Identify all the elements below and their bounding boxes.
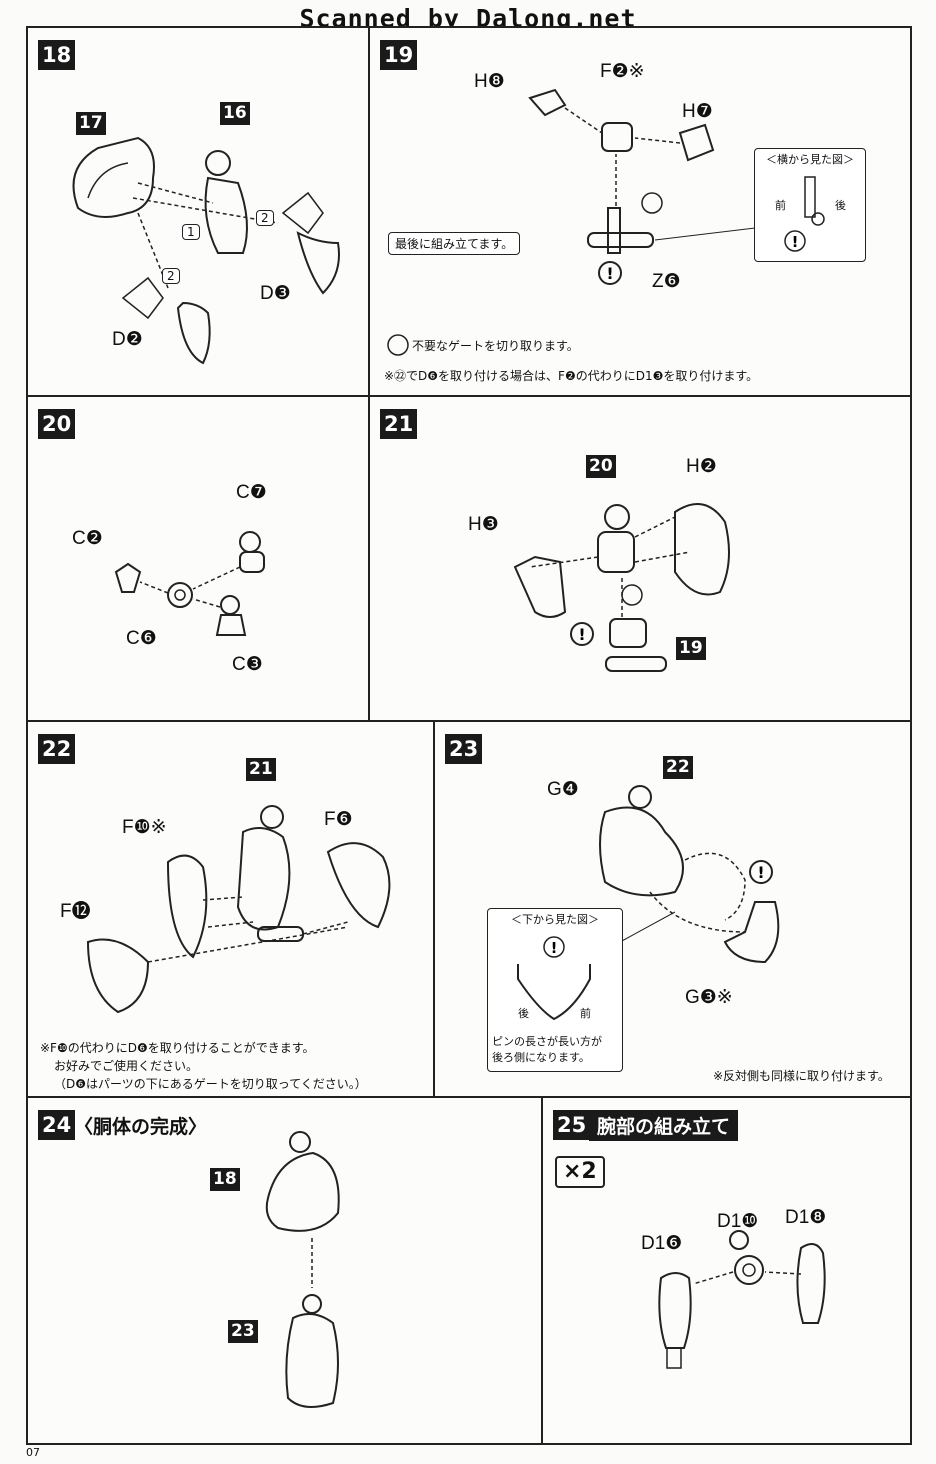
step-number: 22 bbox=[38, 734, 76, 764]
part-ref-22: 22 bbox=[663, 756, 693, 779]
step-number: 25 bbox=[553, 1110, 591, 1140]
part-label-h3: H❸ bbox=[468, 514, 499, 535]
step-21-illustration: ! bbox=[513, 503, 730, 672]
step-25-title: 腕部の組み立て bbox=[589, 1110, 739, 1141]
part-label-g3: G❸※ bbox=[685, 987, 733, 1008]
part-label-g4: G❹ bbox=[547, 779, 579, 800]
part-label-h7: H❼ bbox=[682, 101, 713, 122]
part-label-d16: D1❻ bbox=[641, 1233, 683, 1254]
step-24-illustration bbox=[265, 1131, 340, 1408]
part-label-f2: F❷※ bbox=[600, 61, 645, 82]
step-number: 20 bbox=[38, 409, 76, 439]
part-ref-23: 23 bbox=[228, 1320, 258, 1343]
bottom-view-front-label: 前 bbox=[580, 1007, 591, 1020]
step-20-illustration bbox=[114, 531, 265, 636]
part-label-f12: F⓬ bbox=[60, 901, 91, 922]
step-23-panel: 23 ! 22 G❹ G❸※ ＜下から見た図＞ ! 後 前 ピンの長さが長い方が… bbox=[433, 720, 912, 1098]
step-24-panel: 24 〈胴体の完成〉 18 23 bbox=[26, 1096, 543, 1445]
part-ref-21: 21 bbox=[246, 758, 276, 781]
part-ref-19: 19 bbox=[676, 637, 706, 660]
part-label-c7: C❼ bbox=[236, 482, 267, 503]
step-number: 19 bbox=[380, 40, 418, 70]
part-ref-17: 17 bbox=[76, 112, 106, 135]
step-19-note: ※㉒でD❻を取り付ける場合は、F❷の代わりにD1❸を取り付けます。 bbox=[384, 369, 759, 383]
step-number: 18 bbox=[38, 40, 76, 70]
step-22-note-2: お好みでご使用ください。 bbox=[54, 1059, 199, 1073]
step-22-note-1: ※F❿の代わりにD❻を取り付けることができます。 bbox=[40, 1041, 315, 1055]
repeat-count-badge: ×2 bbox=[555, 1156, 605, 1188]
bottom-view-box: ＜下から見た図＞ ! 後 前 ピンの長さが長い方が 後ろ側になります。 bbox=[487, 908, 623, 1072]
svg-text:!: ! bbox=[792, 233, 799, 251]
step-18-panel: 18 17 16 D❸ D❷ 1 2 2 bbox=[26, 26, 370, 397]
bottom-view-back-label: 後 bbox=[518, 1007, 529, 1020]
step-number: 24 bbox=[38, 1110, 76, 1140]
svg-text:!: ! bbox=[606, 264, 613, 283]
part-label-h8: H❽ bbox=[474, 71, 505, 92]
bottom-view-diagram: ! bbox=[517, 936, 591, 1021]
part-label-c2: C❷ bbox=[72, 528, 103, 549]
step-20-panel: 20 C❼ C❷ C❻ C❸ bbox=[26, 395, 370, 722]
step-25-panel: 25 腕部の組み立て ×2 D1❻ D1❿ D1❽ bbox=[541, 1096, 912, 1445]
step-22-panel: 22 21 F❿※ F❻ F⓬ ※F❿の代わりにD❻を取り付けることができます。… bbox=[26, 720, 435, 1098]
side-view-diagram: ! bbox=[784, 176, 825, 252]
step-22-note-3: （D❻はパーツの下にあるゲートを切り取ってください。） bbox=[54, 1077, 367, 1091]
part-ref-20: 20 bbox=[586, 455, 616, 478]
step-19-panel: 19 ! H❽ F❷※ H❼ Z❻ 最後に組み立てます。 ＜横から見た図＞ 前 … bbox=[368, 26, 912, 397]
step-23-note: ※反対側も同様に取り付けます。 bbox=[713, 1069, 890, 1083]
step-21-panel: 21 ! 20 19 H❷ H❸ bbox=[368, 395, 912, 722]
page-number: 07 bbox=[26, 1446, 40, 1459]
side-view-box: ＜横から見た図＞ 前 後 ! bbox=[754, 148, 866, 262]
part-label-f10: F❿※ bbox=[122, 817, 167, 838]
part-label-d110: D1❿ bbox=[717, 1211, 759, 1232]
svg-text:!: ! bbox=[551, 939, 558, 957]
svg-text:!: ! bbox=[757, 863, 764, 882]
side-view-front-label: 前 bbox=[775, 199, 786, 212]
part-label-d3: D❸ bbox=[260, 283, 291, 304]
arrow-order-1: 1 bbox=[182, 224, 200, 240]
part-label-f6: F❻ bbox=[324, 809, 353, 830]
part-label-c6: C❻ bbox=[126, 628, 157, 649]
side-view-title: ＜横から見た図＞ bbox=[766, 153, 854, 166]
side-view-back-label: 後 bbox=[835, 199, 846, 212]
step-22-illustration bbox=[86, 805, 391, 1014]
part-label-d18: D1❽ bbox=[785, 1207, 827, 1228]
step-23-illustration: ! bbox=[599, 785, 780, 964]
part-label-h2: H❷ bbox=[686, 456, 717, 477]
step-19-illustration: ! bbox=[387, 88, 756, 356]
part-label-d2: D❷ bbox=[112, 329, 143, 350]
part-label-z6: Z❻ bbox=[652, 271, 681, 292]
part-label-c3: C❸ bbox=[232, 654, 263, 675]
part-ref-18: 18 bbox=[210, 1168, 240, 1191]
step-24-title: 〈胴体の完成〉 bbox=[74, 1116, 208, 1138]
step-number: 21 bbox=[380, 409, 418, 439]
arrow-order-2b: 2 bbox=[162, 268, 180, 284]
step-25-illustration bbox=[658, 1230, 826, 1369]
part-ref-16: 16 bbox=[220, 102, 250, 125]
step-18-illustration bbox=[72, 136, 340, 365]
pin-note-2: 後ろ側になります。 bbox=[492, 1051, 590, 1064]
step-number: 23 bbox=[445, 734, 483, 764]
bottom-view-title: ＜下から見た図＞ bbox=[511, 913, 599, 926]
pin-note-1: ピンの長さが長い方が bbox=[492, 1035, 602, 1048]
gate-note: 不要なゲートを切り取ります。 bbox=[412, 339, 579, 353]
assemble-last-callout: 最後に組み立てます。 bbox=[388, 232, 521, 255]
arrow-order-2a: 2 bbox=[256, 210, 274, 226]
svg-text:!: ! bbox=[578, 625, 585, 644]
